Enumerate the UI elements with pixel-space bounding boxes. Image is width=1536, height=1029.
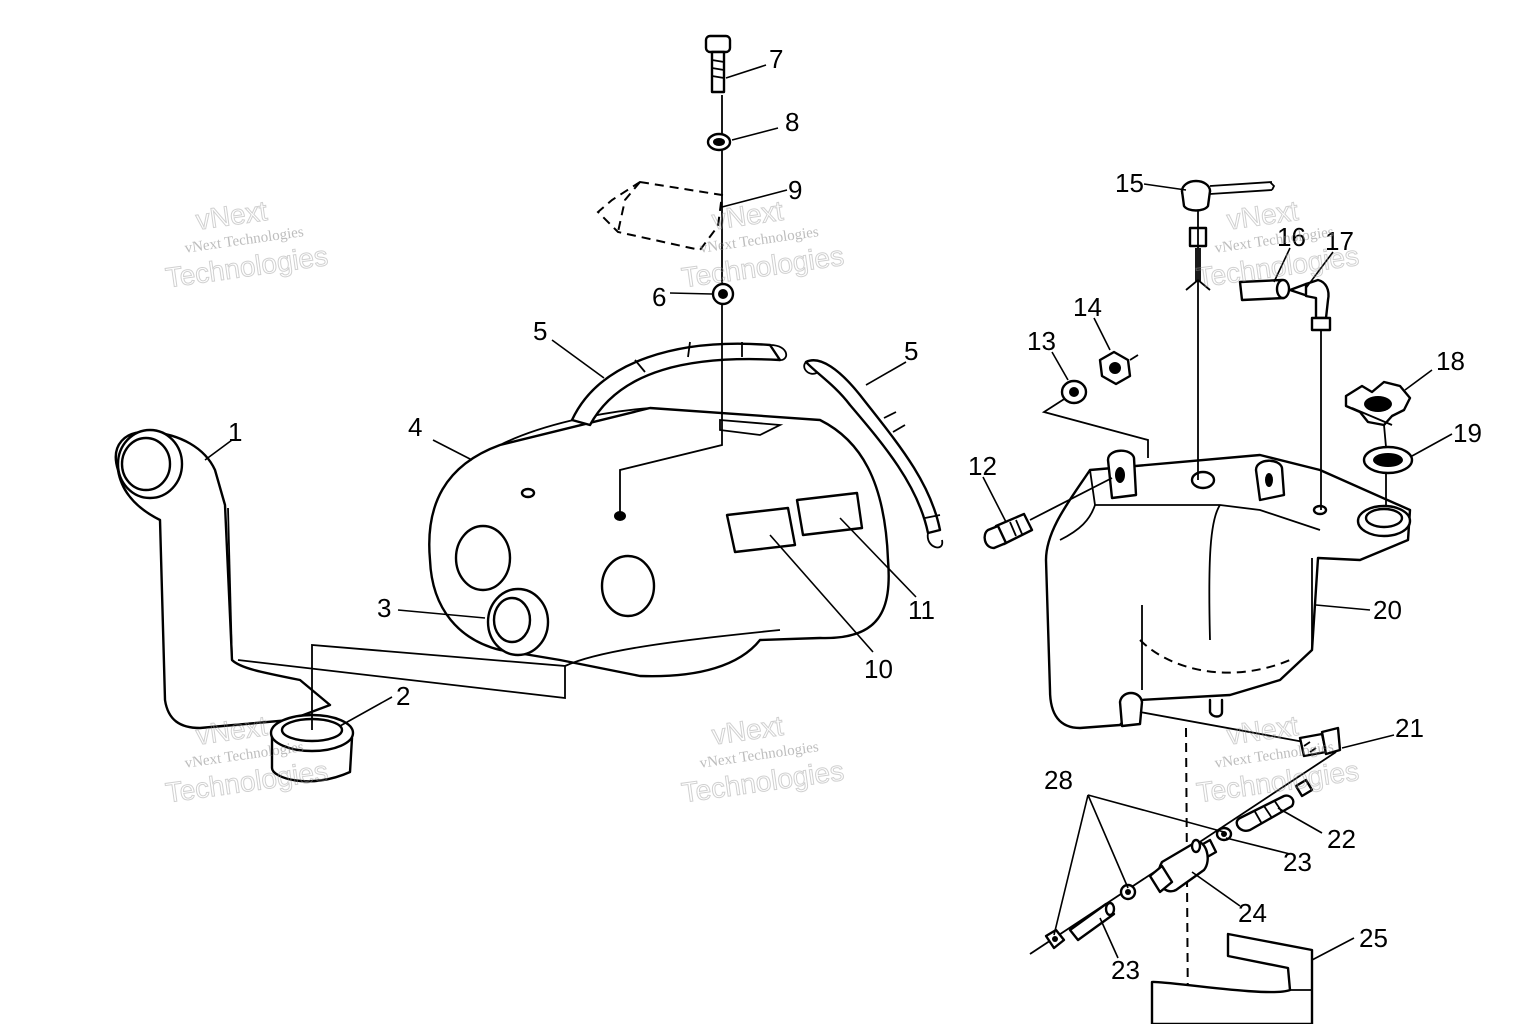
part-9-bracket	[596, 180, 724, 252]
part-1-elbow-tube	[114, 428, 332, 730]
part-5-hose-left	[570, 341, 787, 427]
callout-25: 25	[1359, 923, 1388, 953]
part-6-grommet	[711, 282, 735, 306]
callout-13: 13	[1027, 326, 1056, 356]
callout-14: 14	[1073, 292, 1102, 322]
part-7-bolt	[704, 34, 732, 94]
part-28-clamp-b	[1119, 883, 1137, 901]
part-24-oil-filter	[1148, 838, 1209, 894]
callout-8: 8	[785, 107, 799, 137]
watermark-top-center: vNext vNext Technologies Technologies	[679, 194, 846, 293]
tank-centerline	[1185, 727, 1189, 1025]
callout-3: 3	[377, 593, 391, 623]
callout-18: 18	[1436, 346, 1465, 376]
leader-lines	[204, 64, 1453, 961]
callout-23-upper: 23	[1283, 847, 1312, 877]
callout-2: 2	[396, 681, 410, 711]
part-28-clamp-a	[1215, 826, 1233, 842]
callout-16: 16	[1277, 222, 1306, 252]
callout-23-lower: 23	[1111, 955, 1140, 985]
part-11-decal	[795, 491, 864, 537]
part-22-check-valve	[1235, 778, 1314, 832]
callout-17: 17	[1325, 226, 1354, 256]
part-25-bracket	[1150, 932, 1314, 1026]
callout-9: 9	[788, 175, 802, 205]
part-14-nut	[1098, 350, 1139, 386]
part-10-decal	[725, 506, 797, 554]
part-5-hose-right	[803, 359, 944, 549]
part-12-bolt	[983, 477, 1113, 550]
callout-11: 11	[908, 595, 935, 625]
callout-12: 12	[968, 451, 997, 481]
watermark-top-left: vNext vNext Technologies Technologies	[163, 195, 330, 294]
part-8-washer	[706, 132, 732, 152]
part-15-level-sensor	[1180, 179, 1276, 480]
callout-20: 20	[1373, 595, 1402, 625]
part-20-oil-tank	[1044, 449, 1412, 730]
watermark-bottom-center: vNext vNext Technologies Technologies	[679, 709, 846, 808]
callout-1: 1	[228, 417, 242, 447]
part-17-fitting	[1288, 278, 1332, 510]
callout-28: 28	[1044, 765, 1073, 795]
callout-5-right: 5	[904, 336, 918, 366]
callout-6: 6	[652, 282, 666, 312]
watermark-bottom-right: vNext vNext Technologies Technologies	[1194, 709, 1361, 808]
callout-15: 15	[1115, 168, 1144, 198]
part-18-tank-cap	[1344, 380, 1412, 427]
callout-labels: 1 2 3 4 5 5 6 7 8 9 10 11 12 13 14 15 16…	[228, 44, 1482, 985]
callout-7: 7	[769, 44, 783, 74]
reference-line-13-14	[1041, 393, 1149, 458]
callout-24: 24	[1238, 898, 1267, 928]
callout-21: 21	[1395, 713, 1424, 743]
callout-22: 22	[1327, 824, 1356, 854]
callout-19: 19	[1453, 418, 1482, 448]
part-21-outlet-fitting	[1139, 711, 1342, 758]
part-3-grommet	[486, 587, 550, 657]
callout-4: 4	[408, 412, 422, 442]
part-19-cap-seal	[1362, 424, 1414, 505]
callout-10: 10	[864, 654, 893, 684]
part-28-clamp-c	[1044, 928, 1066, 950]
callout-5-left: 5	[533, 316, 547, 346]
part-23-hose-lower	[1068, 901, 1116, 942]
part-16-hose	[1238, 278, 1291, 302]
part-13-washer	[1060, 379, 1088, 405]
